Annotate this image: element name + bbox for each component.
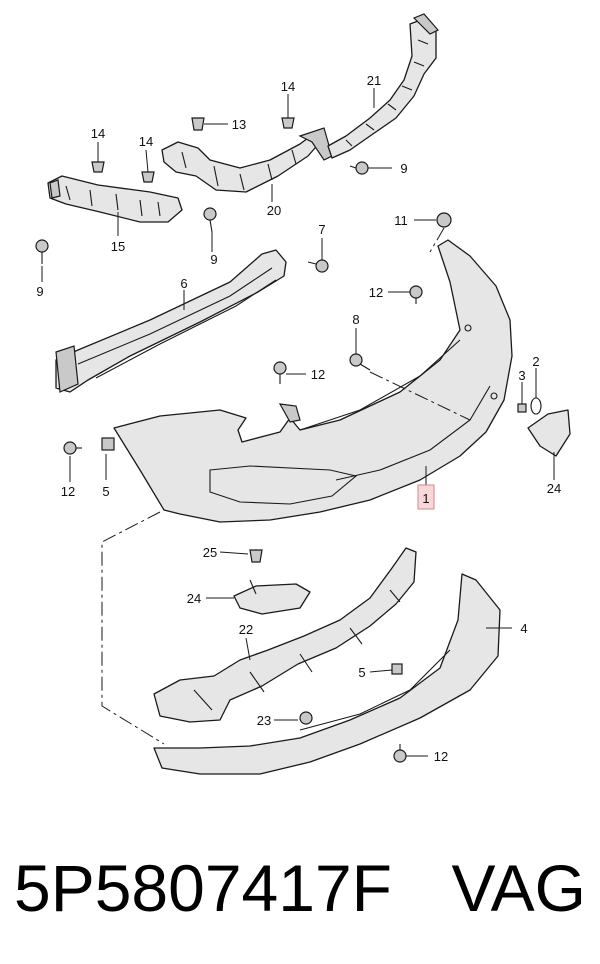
clip-25 xyxy=(249,549,263,563)
callout-24b[interactable]: 24 xyxy=(187,591,201,606)
lower-mount-bracket-22 xyxy=(153,547,417,723)
callout-5b[interactable]: 5 xyxy=(358,665,365,680)
callout-1-highlight xyxy=(417,484,435,510)
screw-12-left xyxy=(63,441,82,455)
callout-12b[interactable]: 12 xyxy=(311,367,325,382)
footer: 5P5807417F VAG xyxy=(0,838,600,938)
callout-23[interactable]: 23 xyxy=(257,713,271,728)
screw-9-b xyxy=(203,207,217,233)
spoiler-diffuser-4 xyxy=(153,573,501,775)
side-bracket-left xyxy=(47,175,183,223)
callout-14a[interactable]: 14 xyxy=(91,126,105,141)
clip-3 xyxy=(517,403,527,413)
callout-24a[interactable]: 24 xyxy=(547,481,561,496)
leader-14b xyxy=(145,149,149,173)
callout-1[interactable]: 1 xyxy=(422,491,429,506)
callout-9b[interactable]: 9 xyxy=(210,252,217,267)
callout-2[interactable]: 2 xyxy=(532,354,539,369)
reflector-24-lower xyxy=(233,579,311,615)
reflector-24-right xyxy=(527,409,571,457)
callout-13[interactable]: 13 xyxy=(232,117,246,132)
callout-9c[interactable]: 9 xyxy=(400,161,407,176)
callout-14c[interactable]: 14 xyxy=(281,79,295,94)
tow-cover-2 xyxy=(530,397,542,415)
callout-3[interactable]: 3 xyxy=(518,368,525,383)
clip-5-left xyxy=(101,437,115,451)
callout-25[interactable]: 25 xyxy=(203,545,217,560)
callout-14b[interactable]: 14 xyxy=(139,134,153,149)
callout-20[interactable]: 20 xyxy=(267,203,281,218)
brand-name: VAG xyxy=(451,851,586,925)
screw-9-a xyxy=(35,239,49,264)
bumper-cover xyxy=(113,239,513,523)
clip-14-b xyxy=(141,171,155,183)
impact-bar xyxy=(55,249,287,393)
leader-5b xyxy=(369,669,393,673)
callout-15[interactable]: 15 xyxy=(111,239,125,254)
callout-22[interactable]: 22 xyxy=(239,622,253,637)
callout-12c[interactable]: 12 xyxy=(369,285,383,300)
assembly-line-right xyxy=(429,227,445,253)
callout-12a[interactable]: 12 xyxy=(61,484,75,499)
clip-13 xyxy=(191,117,205,131)
side-bracket-right xyxy=(327,13,439,159)
callout-7[interactable]: 7 xyxy=(318,222,325,237)
callout-8[interactable]: 8 xyxy=(352,312,359,327)
leader-22 xyxy=(245,637,251,661)
fastener-23 xyxy=(299,711,313,725)
callout-11[interactable]: 11 xyxy=(394,213,408,228)
bolt-7 xyxy=(307,259,329,273)
leader-25 xyxy=(219,551,249,555)
callout-6[interactable]: 6 xyxy=(180,276,187,291)
rivet-11 xyxy=(436,212,452,228)
callout-12d[interactable]: 12 xyxy=(434,749,448,764)
callout-4[interactable]: 4 xyxy=(520,621,527,636)
assembly-line-left xyxy=(101,511,165,745)
screw-9-c xyxy=(349,161,369,175)
bolt-8 xyxy=(349,353,371,371)
screw-12-top xyxy=(273,361,287,384)
callout-9a[interactable]: 9 xyxy=(36,284,43,299)
clip-5-lower xyxy=(391,663,403,675)
center-bracket xyxy=(161,127,333,193)
screw-12-right xyxy=(409,285,423,304)
callout-21[interactable]: 21 xyxy=(367,73,381,88)
callout-5a[interactable]: 5 xyxy=(102,484,109,499)
screw-12-bottom xyxy=(393,744,407,763)
assembly-line-center xyxy=(369,371,471,421)
part-number: 5P5807417F xyxy=(14,851,392,925)
exploded-parts-diagram: 1 2 3 4 5 5 6 7 8 9 9 9 11 12 12 12 12 1… xyxy=(35,13,571,775)
clip-14-c xyxy=(281,117,295,129)
clip-14-a xyxy=(91,161,105,173)
